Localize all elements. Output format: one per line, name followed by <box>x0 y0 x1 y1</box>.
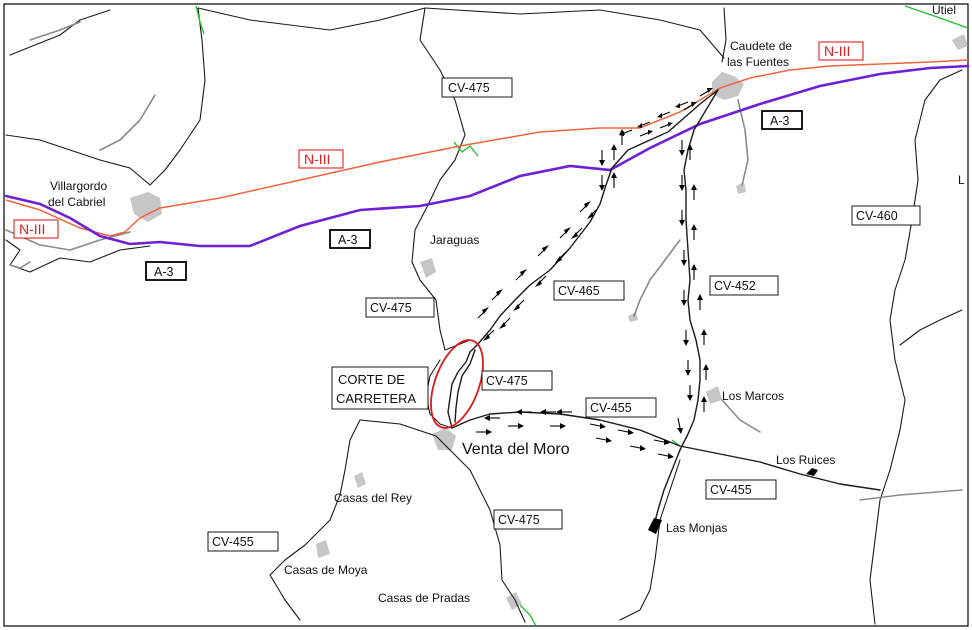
place-villargordo-line1: Villargordo <box>50 179 107 193</box>
cv455-road <box>451 411 881 491</box>
cv475-road <box>447 351 471 429</box>
place-edge-letter: L <box>958 173 965 187</box>
place-villargordo-line2: del Cabriel <box>48 195 105 209</box>
label-cv452: CV-452 <box>714 279 756 293</box>
cv475-inner <box>454 349 476 423</box>
las-monjas-road <box>653 449 681 526</box>
place-las-monjas: Las Monjas <box>666 521 727 535</box>
town-jaraguas-area <box>420 258 436 278</box>
label-cv455-center: CV-455 <box>590 401 632 415</box>
place-labels: Utiel Caudete de las Fuentes Villargordo… <box>48 3 965 605</box>
town-casas-de-moya-area <box>316 540 330 558</box>
town-villargordo-area <box>130 192 162 222</box>
town-casas-del-rey-area <box>354 472 366 488</box>
label-cv455-east: CV-455 <box>710 483 752 497</box>
road-labels: N-III N-III N-III A-3 A-3 A-3 CV-475 CV-… <box>13 41 921 552</box>
town-casas-de-pradas-area <box>506 592 522 610</box>
closure-label: CORTE DE CARRETERA <box>331 366 429 410</box>
place-jaraguas: Jaraguas <box>430 233 479 247</box>
detour-arrows <box>476 88 713 459</box>
label-cv475-mid: CV-475 <box>370 301 412 315</box>
label-a3-left: A-3 <box>154 265 174 279</box>
n3-road <box>5 59 969 237</box>
place-casas-de-moya: Casas de Moya <box>284 563 368 577</box>
label-a3-top: A-3 <box>770 114 790 128</box>
a3-motorway <box>4 64 970 248</box>
label-cv475-top: CV-475 <box>448 81 490 95</box>
cv465-road <box>469 89 719 353</box>
place-venta-del-moro: Venta del Moro <box>462 441 570 458</box>
town-venta-del-moro-area <box>432 428 456 450</box>
label-cv475-south: CV-475 <box>498 513 540 527</box>
los-ruices-marker <box>806 468 818 476</box>
place-utiel: Utiel <box>932 3 956 17</box>
green-boundaries <box>195 5 969 627</box>
place-los-ruices: Los Ruices <box>776 453 835 467</box>
place-casas-del-rey: Casas del Rey <box>334 491 412 505</box>
label-n3-left: N-III <box>19 221 45 237</box>
label-n3-middle: N-III <box>304 151 330 167</box>
label-n3-top: N-III <box>824 43 850 59</box>
place-los-marcos: Los Marcos <box>722 389 784 403</box>
road-closure-ellipse <box>430 339 484 429</box>
municipal-boundaries <box>5 7 963 625</box>
town-areas <box>130 34 968 610</box>
las-monjas-marker <box>648 518 662 534</box>
label-cv460: CV-460 <box>856 209 898 223</box>
place-caudete-line1: Caudete de <box>730 39 792 53</box>
label-cv455-southwest: CV-455 <box>212 535 254 549</box>
closure-label-line1: CORTE DE <box>338 372 405 387</box>
town-small-north-area <box>736 182 746 194</box>
town-small-mid-area <box>628 312 638 322</box>
label-a3-middle: A-3 <box>338 233 358 247</box>
place-casas-de-pradas: Casas de Pradas <box>378 591 470 605</box>
label-cv475-cut: CV-475 <box>486 374 528 388</box>
closure-label-line2: CARRETERA <box>336 391 417 406</box>
map-frame <box>3 3 969 627</box>
town-los-marcos-area <box>706 386 722 404</box>
place-caudete-line2: las Fuentes <box>727 55 789 69</box>
town-utiel-area <box>952 34 968 50</box>
label-cv465: CV-465 <box>558 284 600 298</box>
secondary-roads <box>5 21 963 501</box>
